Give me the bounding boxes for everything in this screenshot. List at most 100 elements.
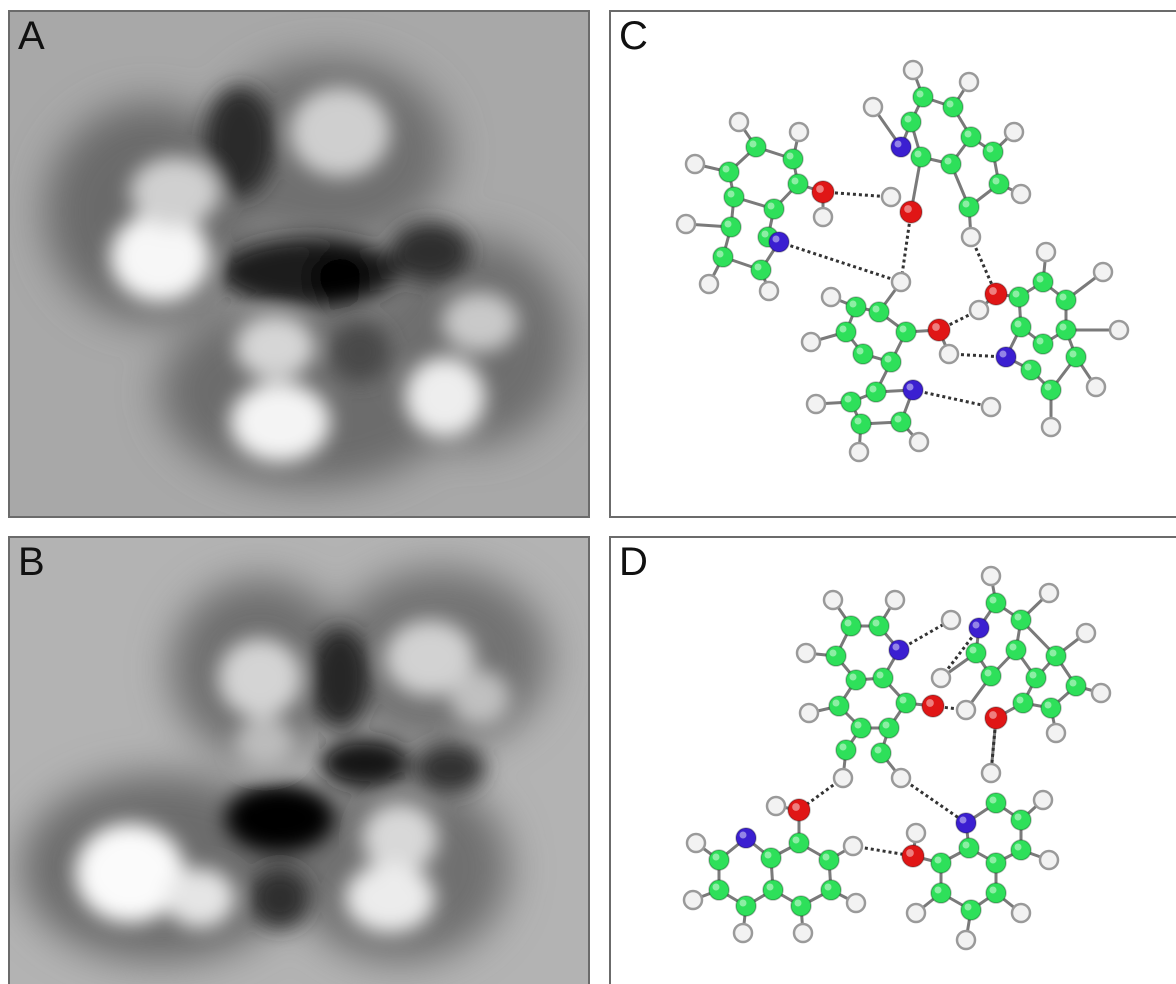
carbon-atom — [988, 173, 1010, 195]
carbon-atom — [1032, 271, 1054, 293]
atom-highlight — [1036, 275, 1044, 283]
carbon-atom — [965, 642, 987, 664]
hydrogen-atom — [1035, 241, 1057, 263]
panel-label-b: B — [18, 540, 45, 584]
hydrogen-atom — [758, 280, 780, 302]
carbon-atom — [762, 879, 784, 901]
atom-highlight — [874, 746, 882, 754]
atom-highlight — [1069, 679, 1077, 687]
hydrogen-bond — [969, 236, 998, 295]
model-d-atoms — [682, 565, 1112, 951]
model-c-atoms — [675, 59, 1130, 463]
carbon-atom — [1045, 645, 1067, 667]
carbon-atom — [835, 321, 857, 343]
hydrogen-atom — [905, 822, 927, 844]
carbon-atom — [1005, 639, 1027, 661]
atom-highlight — [884, 355, 892, 363]
hydrogen-atom — [682, 889, 704, 911]
atom-highlight — [716, 250, 724, 258]
hydrogen-atom — [958, 71, 980, 93]
hydrogen-atom — [930, 667, 952, 689]
carbon-atom — [790, 895, 812, 917]
hydrogen-atom — [955, 699, 977, 721]
nitrogen-atom — [902, 379, 924, 401]
hydrogen-atom — [890, 271, 912, 293]
carbon-atom — [1025, 667, 1047, 689]
hydrogen-atom — [842, 835, 864, 857]
hydrogen-atom — [902, 59, 924, 81]
atom-highlight — [1059, 323, 1067, 331]
atom-highlight — [934, 886, 942, 894]
carbon-atom — [720, 216, 742, 238]
carbon-atom — [750, 259, 772, 281]
hydrogen-atom — [698, 273, 720, 295]
hydrogen-atom — [1075, 622, 1097, 644]
atom-highlight — [849, 673, 857, 681]
nitrogen-atom — [888, 639, 910, 661]
hydrogen-atom — [832, 767, 854, 789]
carbon-atom — [878, 717, 900, 739]
carbon-atom — [960, 126, 982, 148]
carbon-atom — [910, 146, 932, 168]
atom-highlight — [916, 90, 924, 98]
hydrogen-atom — [862, 96, 884, 118]
panel-label-c: C — [619, 14, 648, 58]
hydrogen-atom — [1040, 416, 1062, 438]
atom-highlight — [989, 596, 997, 604]
atom-highlight — [892, 643, 900, 651]
hydrogen-atom — [795, 642, 817, 664]
atom-highlight — [899, 696, 907, 704]
carbon-atom — [868, 301, 890, 323]
oxygen-atom — [921, 694, 945, 718]
atom-highlight — [1036, 337, 1044, 345]
atom-highlight — [899, 325, 907, 333]
hydrogen-atom — [685, 832, 707, 854]
carbon-atom — [985, 592, 1007, 614]
atom-highlight — [989, 711, 997, 719]
hydrogen-atom — [1085, 376, 1107, 398]
hydrogen-atom — [1038, 582, 1060, 604]
hydrogen-atom — [805, 393, 827, 415]
hydrogen-atom — [890, 767, 912, 789]
carbon-atom — [942, 96, 964, 118]
hydrogen-atom — [1003, 121, 1025, 143]
atom-highlight — [792, 803, 800, 811]
atom-highlight — [854, 721, 862, 729]
atom-highlight — [876, 671, 884, 679]
carbon-atom — [760, 847, 782, 869]
atom-highlight — [1014, 813, 1022, 821]
atom-highlight — [984, 669, 992, 677]
atom-highlight — [764, 851, 772, 859]
atom-highlight — [964, 130, 972, 138]
atom-highlight — [934, 856, 942, 864]
carbon-atom — [763, 198, 785, 220]
carbon-atom — [845, 296, 867, 318]
oxygen-atom — [927, 318, 951, 342]
carbon-atom — [980, 665, 1002, 687]
carbon-atom — [1065, 346, 1087, 368]
nitrogen-atom — [890, 136, 912, 158]
hydrogen-atom — [728, 111, 750, 133]
model-d-bonds — [692, 575, 1102, 941]
nitrogen-atom — [735, 827, 757, 849]
atom-highlight — [969, 646, 977, 654]
atom-highlight — [1012, 290, 1020, 298]
carbon-atom — [708, 849, 730, 871]
atom-highlight — [904, 205, 912, 213]
carbon-atom — [1055, 289, 1077, 311]
atom-highlight — [932, 323, 940, 331]
hydrogen-atom — [822, 589, 844, 611]
atom-highlight — [1014, 843, 1022, 851]
atom-highlight — [839, 743, 847, 751]
atom-highlight — [1024, 363, 1032, 371]
atom-highlight — [989, 287, 997, 295]
hydrogen-atom — [820, 286, 842, 308]
carbon-atom — [840, 615, 862, 637]
hydrogen-atom — [960, 226, 982, 248]
carbon-atom — [1055, 319, 1077, 341]
afm-image-a — [10, 12, 588, 516]
carbon-atom — [912, 86, 934, 108]
carbon-atom — [708, 879, 730, 901]
atom-highlight — [727, 190, 735, 198]
carbon-atom — [895, 321, 917, 343]
